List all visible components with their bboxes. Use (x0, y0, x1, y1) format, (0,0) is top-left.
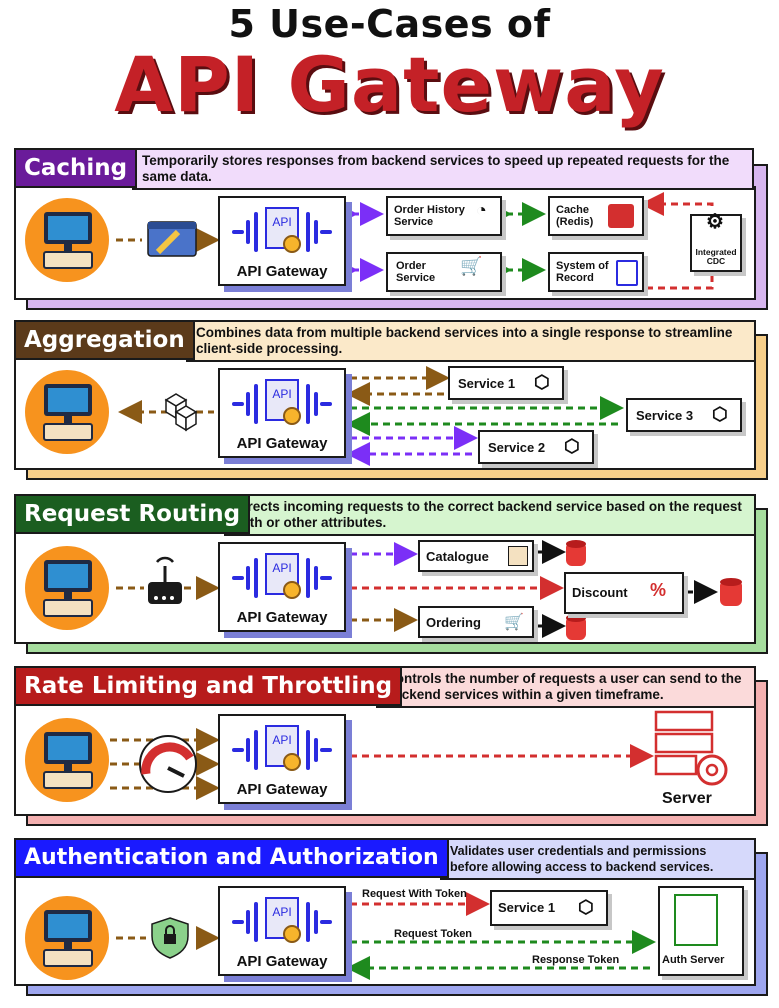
api-badge-text: API (272, 215, 291, 229)
auth-desc: Validates user credentials and permissio… (440, 838, 756, 880)
api-gateway-icon: API (232, 725, 332, 771)
aggregation-desc: Combines data from multiple backend serv… (186, 320, 756, 362)
cube-icon: ⬡ (564, 436, 580, 456)
auth-service1-box: Service 1 ⬡ (490, 890, 608, 926)
agg-service3-label: Service 3 (636, 408, 694, 423)
api-badge-text: API (272, 387, 291, 401)
title-line2: API Gateway (114, 40, 665, 129)
document-icon (616, 260, 638, 286)
auth-server-box: Auth Server (658, 886, 744, 976)
agg-service3-box: Service 3 ⬡ (626, 398, 742, 432)
api-gateway-icon: API (232, 553, 332, 599)
routing-tag: Request Routing (14, 494, 251, 534)
cache-cdc-to-redis (640, 192, 714, 216)
client-computer-icon (25, 546, 109, 630)
client-computer-icon (25, 896, 109, 980)
gears-icon: ⚙ (706, 211, 724, 233)
req-token-label: Request Token (394, 928, 473, 940)
agg-service1-label: Service 1 (458, 376, 516, 391)
cart-icon: 🛒 (460, 256, 483, 276)
caching-tag: Caching (14, 148, 138, 188)
api-gateway-label: API Gateway (236, 435, 328, 452)
catalogue-box: Catalogue (418, 540, 534, 572)
auth-service1-label: Service 1 (498, 900, 556, 915)
ordering-box: Ordering 🛒 (418, 606, 534, 638)
api-badge-text: API (272, 905, 291, 919)
cube-icon: ⬡ (712, 404, 728, 424)
api-gateway-box: API API Gateway (218, 714, 346, 804)
resp-token-label: Response Token (532, 954, 620, 966)
router-icon (148, 556, 182, 604)
api-gateway-label: API Gateway (236, 609, 328, 626)
cache-redis-label: Cache (Redis) (556, 204, 594, 228)
cube-icon: ⬡ (534, 372, 550, 392)
redis-icon (608, 204, 634, 228)
agg-service1-box: Service 1 ⬡ (448, 366, 564, 400)
cache-redis-box: Cache (Redis) (548, 196, 644, 236)
ordering-label: Ordering (426, 615, 481, 630)
system-of-record-box: System of Record (548, 252, 644, 292)
req-with-token-label: Request With Token (362, 888, 467, 900)
auth-server-icon (674, 894, 718, 946)
client-computer-icon (25, 718, 109, 802)
rate-gauge-icon (139, 735, 197, 793)
api-badge-text: API (272, 561, 291, 575)
integrated-cdc-label: Integrated CDC (695, 247, 737, 266)
server-label: Server (662, 790, 712, 807)
database-icon (566, 540, 586, 566)
api-gateway-box: API API Gateway (218, 886, 346, 976)
cube-icon: ⬡ (578, 897, 594, 917)
agg-service2-box: Service 2 ⬡ (478, 430, 594, 464)
agg-service2-label: Service 2 (488, 440, 546, 455)
server-icon (654, 710, 728, 786)
catalogue-label: Catalogue (426, 549, 489, 564)
integrated-cdc-box: ⚙ Integrated CDC (690, 211, 742, 272)
api-gateway-label: API Gateway (236, 263, 328, 280)
cart-icon: 🛒 (504, 614, 524, 631)
routing-desc: Directs incoming requests to the correct… (224, 494, 756, 536)
cache-sor-to-cdc (646, 270, 714, 290)
client-computer-icon (25, 198, 109, 282)
browser-cache-icon (147, 221, 197, 257)
database-icon (566, 614, 586, 640)
book-icon (508, 546, 528, 566)
aggregation-tag: Aggregation (14, 320, 195, 360)
title-line1: 5 Use-Cases of (228, 2, 551, 46)
api-gateway-icon: API (232, 379, 332, 425)
shield-lock-icon (151, 917, 189, 959)
cubes-icon (164, 393, 198, 432)
discount-box: Discount % (564, 572, 684, 614)
order-history-service-box: Order History Service ◔ (386, 196, 502, 236)
api-badge-text: API (272, 733, 291, 747)
auth-tag: Authentication and Authorization (14, 838, 449, 878)
order-history-label: Order History Service (394, 204, 465, 228)
api-gateway-box: API API Gateway (218, 542, 346, 632)
rate-desc: Controls the number of requests a user c… (376, 666, 756, 708)
caching-desc: Temporarily stores responses from backen… (132, 148, 754, 190)
api-gateway-label: API Gateway (236, 953, 328, 970)
auth-server-label: Auth Server (662, 954, 725, 966)
api-gateway-label: API Gateway (236, 781, 328, 798)
client-computer-icon (25, 370, 109, 454)
api-gateway-icon: API (232, 897, 332, 943)
order-service-box: Order Service 🛒 (386, 252, 502, 292)
database-icon (720, 578, 742, 606)
api-gateway-box: API API Gateway (218, 196, 346, 286)
clock-icon: ◔ (476, 200, 487, 220)
order-service-label: Order Service (396, 260, 436, 284)
discount-label: Discount (572, 585, 628, 600)
system-of-record-label: System of Record (556, 260, 609, 284)
api-gateway-icon: API (232, 207, 332, 253)
api-gateway-box: API API Gateway (218, 368, 346, 458)
discount-tag-icon: % (650, 580, 667, 600)
rate-tag: Rate Limiting and Throttling (14, 666, 403, 706)
